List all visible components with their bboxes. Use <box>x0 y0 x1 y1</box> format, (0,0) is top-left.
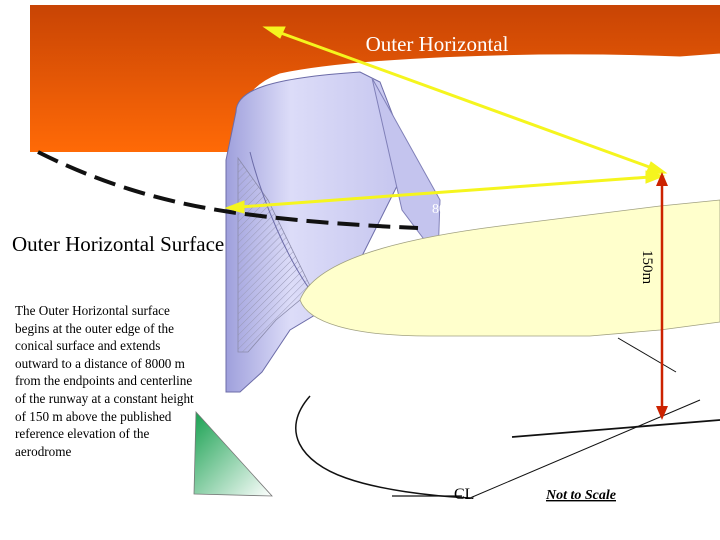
radius-arrow-lower <box>224 170 666 214</box>
height-arrow <box>656 172 668 420</box>
dashed-outer-boundary <box>37 150 419 230</box>
height-label: 150m <box>639 250 655 285</box>
ground-line-lower <box>511 419 720 438</box>
radius-label-upper: 8000m <box>445 106 487 132</box>
centerline-label: CL <box>454 486 474 503</box>
transitional-hatched-edge <box>249 151 317 299</box>
top-banner-label: Outer Horizontal <box>366 32 509 56</box>
scale-note: Not to Scale <box>545 488 616 503</box>
inner-horizontal-surface <box>299 199 720 337</box>
section-heading: Outer Horizontal Surface <box>12 232 225 256</box>
description-text: The Outer Horizontal surface begins at t… <box>15 303 194 459</box>
radius-label-lower: 8000m <box>432 202 471 217</box>
transition-triangle <box>193 410 273 497</box>
ground-line-short <box>617 337 677 373</box>
ground-curve <box>295 395 471 499</box>
ground-line-diagonal <box>469 399 701 499</box>
outer-horizontal-band <box>30 5 720 152</box>
